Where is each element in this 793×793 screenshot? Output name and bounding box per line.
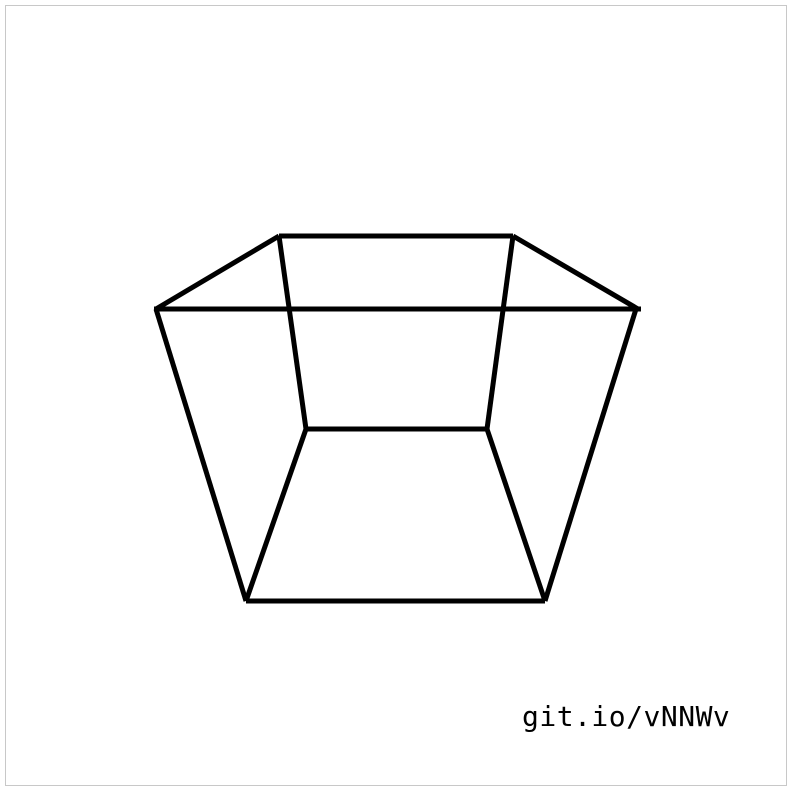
edge-inner-left-vertical <box>276 235 309 430</box>
edge-bottom-right <box>484 428 548 602</box>
edge-top-right <box>511 233 640 312</box>
canvas-border <box>5 5 787 786</box>
edge-bottom-left <box>243 428 309 602</box>
source-link-text: git.io/vNNWv <box>522 700 731 733</box>
edge-outer-right <box>542 308 639 602</box>
edge-outer-left <box>153 308 249 602</box>
edge-inner-right-vertical <box>484 235 516 430</box>
edge-top-left <box>154 233 281 312</box>
